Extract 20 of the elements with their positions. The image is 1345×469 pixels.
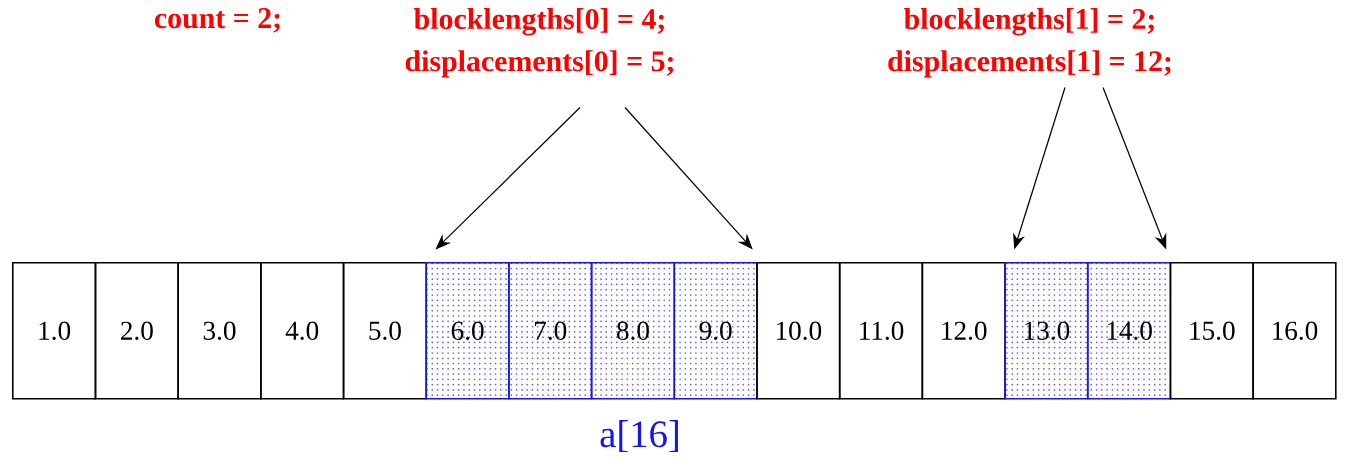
array-cell: 4.0 <box>260 262 345 400</box>
highlighted-cell: 8.0 <box>590 262 676 400</box>
array-cell: 11.0 <box>838 262 924 400</box>
highlighted-cell: 9.0 <box>673 262 758 400</box>
highlighted-cell: 6.0 <box>425 262 510 400</box>
array-label: a[16] <box>600 420 678 453</box>
array-cell: 3.0 <box>177 262 262 400</box>
array-cell: 2.0 <box>94 262 179 400</box>
array-cell: 15.0 <box>1169 262 1254 400</box>
array-cell: 12.0 <box>921 262 1006 400</box>
array-cell: 1.0 <box>12 262 97 400</box>
code-text: blocklengths[1] = 2; displacements[1] = 12; <box>888 8 1171 78</box>
highlighted-cell: 14.0 <box>1086 262 1172 400</box>
highlighted-cell: 7.0 <box>508 262 593 400</box>
highlighted-cell: 13.0 <box>1004 262 1089 400</box>
array-cell: 10.0 <box>756 262 841 400</box>
code-text: blocklengths[0] = 4; displacements[0] = 5; <box>405 8 673 78</box>
array-cell: 5.0 <box>342 262 428 400</box>
array-cell: 16.0 <box>1252 262 1337 400</box>
code-text: count = 2; <box>154 8 280 33</box>
